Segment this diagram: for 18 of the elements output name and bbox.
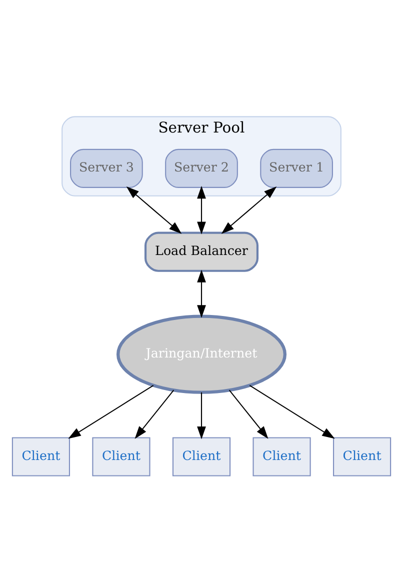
arrow — [249, 384, 335, 438]
node-box: Client — [333, 436, 392, 476]
node-box: Server 1 — [260, 148, 333, 188]
arrow — [197, 185, 206, 234]
node-box: Client — [172, 436, 231, 476]
node-box: Server 3 — [70, 148, 143, 188]
node-box: Client — [12, 436, 70, 476]
arrow — [221, 186, 277, 234]
node-box: Client — [92, 436, 150, 476]
arrow — [134, 389, 174, 438]
arrow — [197, 392, 206, 439]
arrow — [228, 389, 268, 438]
arrow — [68, 384, 154, 438]
node-box: Load Balancer — [144, 231, 259, 272]
arrow — [126, 186, 182, 234]
node-box: Server 2 — [165, 148, 238, 188]
node-box: Client — [252, 436, 311, 476]
arrow — [197, 269, 206, 318]
